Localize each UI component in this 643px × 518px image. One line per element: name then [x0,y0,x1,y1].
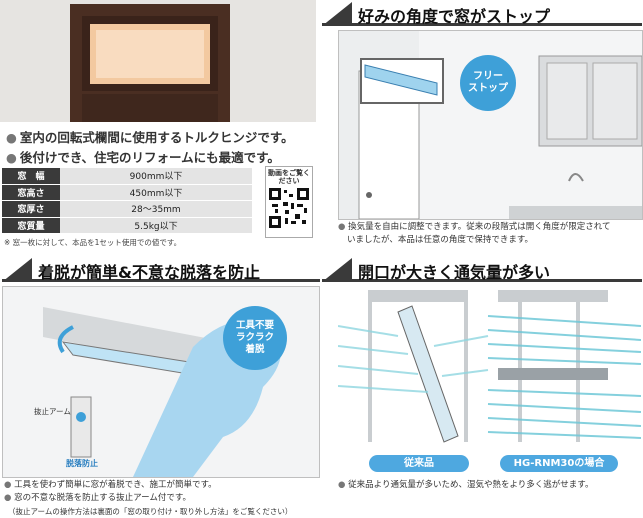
intro-bullet-1: ●室内の回転式欄間に使用するトルクヒンジです。 [6,130,294,145]
detach-captions: ● 工具を使わず簡単に窓が着脱でき、施工が簡単です。 ● 窓の不意な脱落を防止す… [4,479,322,518]
angle-illustration [338,30,643,220]
bubble-line: ラクラク [235,332,274,343]
bubble-line: フリー [473,71,503,82]
section-title-detach: 着脱が簡単&不意な脱落を防止 [38,263,260,282]
spec-value: 5.5kg以下 [60,217,252,234]
section-header-detach: 着脱が簡単&不意な脱落を防止 [2,258,320,282]
spec-label: 窓 幅 [2,168,60,185]
angle-caption: ● 換気量を自由に調整できます。従来の段階式は開く角度が限定されて いましたが、… [338,222,611,245]
product-photo [0,0,316,122]
section-title-airflow: 開口が大きく通気量が多い [358,263,551,282]
label-arm: 抜止アーム [34,407,71,416]
bubble-line: ストップ [468,83,508,94]
spec-label: 窓質量 [2,217,60,234]
airflow-caption: ● 従来品より通気量が多いため、湿気や熱をより多く逃がせます。 [338,480,594,490]
detach-note: （抜止アームの操作方法は裏面の「窓の取り付け・取り外し方法」をご覧ください） [8,507,293,516]
intro-bullet-2: ●後付けでき、住宅のリフォームにも最適です。 [6,150,280,165]
section-header-angle: 好みの角度で窓がストップ [322,2,642,26]
qr-code-icon [269,188,309,228]
label-prevent: 脱落防止 [66,459,98,468]
section-title-angle: 好みの角度で窓がストップ [358,7,551,26]
spec-value: 28～35mm [60,200,252,218]
spec-label: 窓高さ [2,184,60,201]
free-stop-bubble: フリーストップ [460,55,516,111]
qr-label: 動画をご覧ください [268,169,310,185]
transom-photo [0,0,316,122]
spec-value: 450mm以下 [60,184,252,201]
section-header-airflow: 開口が大きく通気量が多い [322,258,642,282]
airflow-diagram [338,290,641,443]
spec-label: 窓厚さ [2,200,60,218]
airflow-illustration [338,286,641,476]
room-illustration [339,31,642,219]
bubble-line: 着脱 [245,344,265,355]
spec-value: 900mm以下 [60,168,252,185]
spec-note: ※ 窓一枚に対して、本品を1セット使用での値です。 [4,238,182,247]
qr-box[interactable]: 動画をご覧ください [265,166,313,238]
label-old-product: 従来品 [369,455,469,472]
label-new-product: HG-RNM30の場合 [500,455,618,472]
bubble-line: 工具不要 [235,320,274,331]
tool-free-bubble: 工具不要 ラクラク 着脱 [223,306,287,370]
